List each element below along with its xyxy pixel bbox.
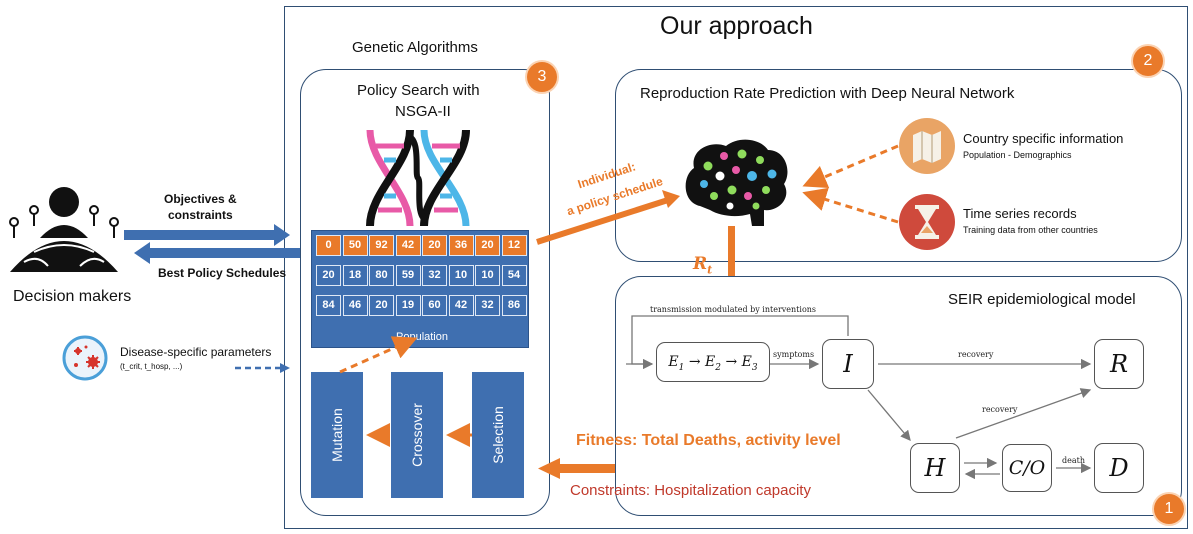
e2-sub: 2 bbox=[715, 362, 721, 373]
hospitalized-node: H bbox=[910, 443, 960, 493]
seir-badge: 1 bbox=[1154, 494, 1184, 524]
recovered-node: R bbox=[1094, 339, 1144, 389]
population-cell: 12 bbox=[501, 235, 527, 256]
crossover-operator: Crossover bbox=[391, 372, 443, 498]
disease-sub: (t_crit, t_hosp, ...) bbox=[120, 362, 183, 371]
hourglass-icon bbox=[899, 194, 955, 250]
fitness-label: Fitness: Total Deaths, activity level bbox=[576, 432, 841, 449]
population-cell: 54 bbox=[501, 265, 527, 286]
e-arrow-1: → bbox=[688, 354, 701, 370]
e2-main: E bbox=[705, 354, 716, 370]
recovery-label-1: recovery bbox=[958, 350, 994, 359]
e3-main: E bbox=[741, 354, 752, 370]
constraints-label: Constraints: Hospitalization capacity bbox=[570, 482, 811, 499]
e-arrow-2: → bbox=[725, 354, 738, 370]
symptoms-label: symptoms bbox=[773, 350, 815, 359]
population-cell: 46 bbox=[342, 295, 368, 316]
population-cell: 60 bbox=[422, 295, 447, 316]
selection-operator: Selection bbox=[472, 372, 524, 498]
recovery-label-2: recovery bbox=[982, 405, 1018, 414]
population-cell: 20 bbox=[369, 295, 394, 316]
timeseries-title: Time series records bbox=[963, 206, 1077, 221]
population-cell: 50 bbox=[342, 235, 368, 256]
dnn-title: Reproduction Rate Prediction with Deep N… bbox=[640, 85, 1015, 102]
exposed-node: E1 → E2 → E3 bbox=[656, 342, 770, 382]
mutation-operator: Mutation bbox=[311, 372, 363, 498]
seir-title: SEIR epidemiological model bbox=[948, 291, 1136, 308]
exchange-arrows bbox=[124, 224, 300, 264]
population-cell: 59 bbox=[395, 265, 421, 286]
brain-icon bbox=[685, 139, 788, 226]
population-cell: 84 bbox=[316, 295, 341, 316]
infected-node: I bbox=[822, 339, 874, 389]
population-cell: 18 bbox=[342, 265, 368, 286]
objectives-label-1: Objectives & bbox=[164, 192, 237, 206]
policy-search-badge: 3 bbox=[527, 62, 557, 92]
timeseries-sub: Training data from other countries bbox=[963, 225, 1098, 235]
population-cell: 20 bbox=[316, 265, 341, 286]
population-cell: 42 bbox=[395, 235, 421, 256]
country-title: Country specific information bbox=[963, 131, 1124, 146]
objectives-label-2: constraints bbox=[168, 208, 233, 222]
population-cell: 36 bbox=[448, 235, 474, 256]
dead-node: D bbox=[1094, 443, 1144, 493]
policy-search-title-1: Policy Search with bbox=[357, 82, 480, 99]
decision-makers-icon bbox=[9, 187, 119, 272]
population-cell: 20 bbox=[422, 235, 447, 256]
dna-icon bbox=[366, 129, 470, 227]
population-cell: 0 bbox=[316, 235, 341, 256]
dnn-badge: 2 bbox=[1133, 46, 1163, 76]
population-cell: 80 bbox=[369, 265, 394, 286]
population-cell: 19 bbox=[395, 295, 421, 316]
population-cell: 10 bbox=[475, 265, 500, 286]
disease-label: Disease-specific parameters bbox=[120, 345, 272, 359]
population-cell: 32 bbox=[422, 265, 447, 286]
e3-sub: 3 bbox=[751, 362, 758, 373]
critical-node: C/O bbox=[1002, 444, 1052, 492]
rt-main: R bbox=[693, 254, 708, 274]
ga-label: Genetic Algorithms bbox=[352, 39, 478, 56]
population-cell: 20 bbox=[475, 235, 500, 256]
map-icon bbox=[899, 118, 955, 174]
transmission-label: transmission modulated by interventions bbox=[650, 305, 817, 314]
approach-frame bbox=[284, 6, 1188, 529]
population-cell: 42 bbox=[448, 295, 474, 316]
best-policy-label: Best Policy Schedules bbox=[158, 266, 287, 280]
population-cell: 86 bbox=[501, 295, 527, 316]
population-cell: 32 bbox=[475, 295, 500, 316]
rt-sub: t bbox=[707, 263, 713, 277]
death-label: death bbox=[1062, 456, 1085, 465]
country-sub: Population - Demographics bbox=[963, 150, 1072, 160]
approach-title: Our approach bbox=[660, 12, 813, 40]
e1-sub: 1 bbox=[678, 362, 685, 373]
e1-main: E bbox=[668, 354, 679, 370]
virus-icon bbox=[62, 335, 108, 381]
policy-search-title-2: NSGA-II bbox=[395, 103, 451, 120]
population-cell: 10 bbox=[448, 265, 474, 286]
decision-makers-label: Decision makers bbox=[13, 288, 132, 305]
rt-label: Rt bbox=[693, 254, 712, 276]
population-cell: 92 bbox=[369, 235, 394, 256]
